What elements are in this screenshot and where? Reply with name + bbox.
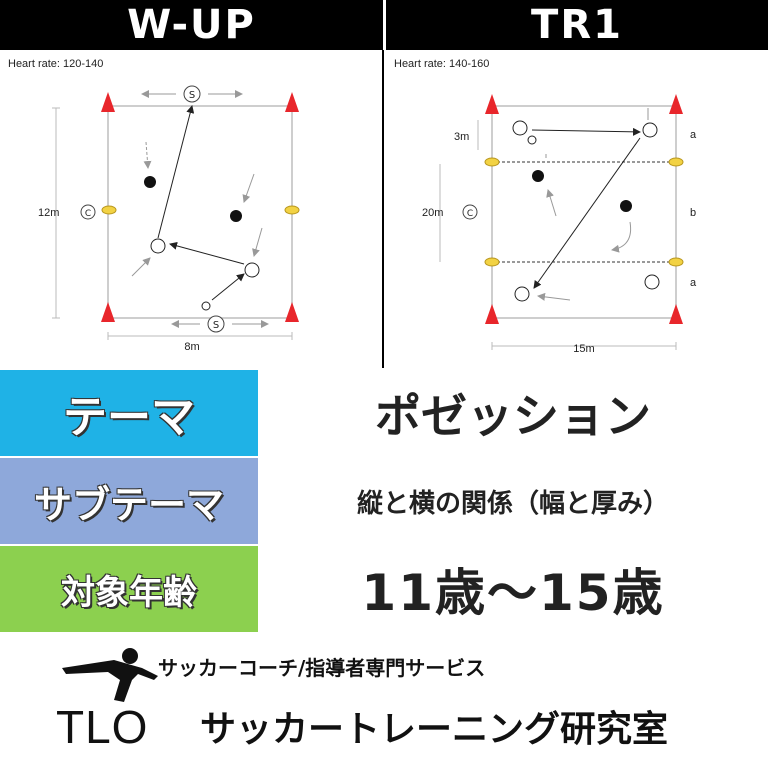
defender-icon [230,210,242,222]
attacker-icon [514,286,530,302]
server-player-icon [183,85,201,103]
marker-icon [101,205,117,215]
attacker-icon [244,262,260,278]
marker-icon [284,205,300,215]
server-label-bottom: S [213,320,219,331]
zone-label-bottom: a [690,277,697,289]
tr1-header: TR1 [386,0,768,50]
subtheme-row: サブテーマ 縦と横の関係（幅と厚み） [0,458,768,544]
tr1-field-boundary [491,105,677,319]
coach-icon [80,204,96,220]
separator [0,368,768,370]
server-label-top: S [189,90,195,101]
ball-icon [527,135,537,145]
age-label: 対象年齢 [0,546,258,632]
warmup-dim-vertical: 12m [38,207,59,219]
attacker-icon [642,122,658,138]
subtheme-value: 縦と横の関係（幅と厚み） [356,488,669,519]
separator [0,456,768,458]
tr1-field: C 3m 20m 15m a b a [422,94,697,355]
cone-icon [101,92,115,112]
tr1-heart-rate: Heart rate: 140-160 [394,58,490,70]
tr1-diagram: Heart rate: 140-160 C [386,50,768,368]
age-value: 11歳～15歳 [361,564,665,622]
organization-name: サッカートレーニング研究室 [200,709,669,750]
cone-icon [485,94,499,114]
defender-icon [620,200,632,212]
tr1-dim-small: 3m [454,131,469,143]
tr1-coach-label: C [467,209,473,219]
defender-icon [144,176,156,188]
theme-label: テーマ [0,370,258,456]
warmup-field-boundary [107,105,293,319]
cone-icon [485,304,499,324]
zone-label-top: a [690,129,697,141]
marker-icon [484,257,500,267]
service-text: サッカーコーチ/指導者専門サービス [158,656,486,680]
cone-icon [669,94,683,114]
cone-icon [101,302,115,322]
kicker-logo-icon [62,648,158,702]
server-player-icon [207,315,225,333]
tr1-dim-vertical: 20m [422,207,443,219]
warmup-heart-rate: Heart rate: 120-140 [8,58,104,70]
tr1-dim-horizontal: 15m [573,343,594,355]
attacker-icon [150,238,166,254]
ball-icon [201,301,211,311]
warmup-field: S S C 12m 8m [38,85,300,353]
defender-icon [532,170,544,182]
attacker-icon [644,274,660,290]
cone-icon [669,304,683,324]
attacker-icon [512,120,528,136]
zone-label-mid: b [690,207,696,219]
logo-text: TLO [56,701,149,753]
cone-icon [285,302,299,322]
marker-icon [668,157,684,167]
marker-icon [668,257,684,267]
coach-label: C [85,209,91,219]
warmup-header: W-UP [0,0,383,50]
separator [0,544,768,546]
age-row: 対象年齢 11歳～15歳 [0,546,768,632]
cone-icon [285,92,299,112]
subtheme-label: サブテーマ [0,458,258,544]
warmup-diagram: Heart rate: 120-140 S [0,50,384,368]
theme-value: ポゼッション [375,389,651,443]
footer [0,634,768,768]
marker-icon [484,157,500,167]
theme-row: テーマ ポゼッション [0,370,768,456]
warmup-dim-horizontal: 8m [184,341,199,353]
coach-icon [462,204,478,220]
